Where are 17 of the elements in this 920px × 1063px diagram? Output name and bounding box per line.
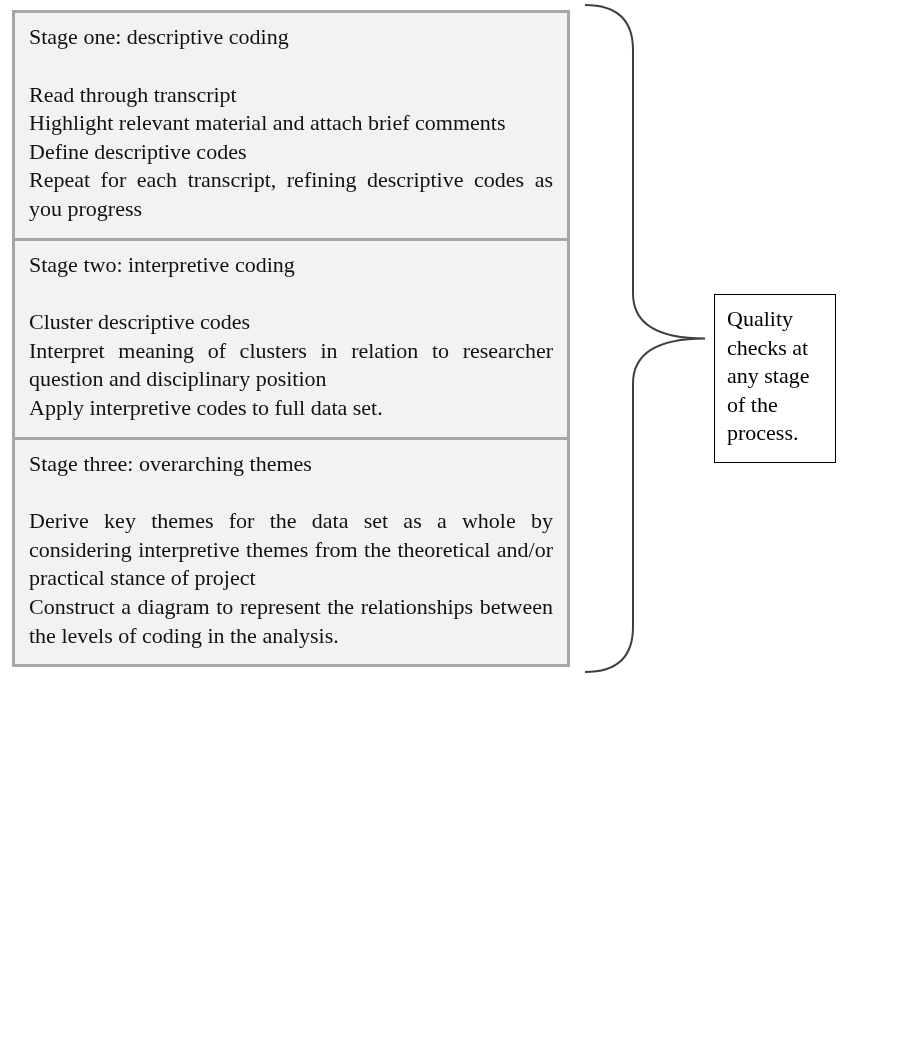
stage-heading: Stage one: descriptive coding — [29, 23, 290, 51]
note-box — [714, 294, 836, 463]
note-text: Quality checks at any stage of the process. — [727, 305, 811, 448]
stage-heading: Stage two: interpretive coding — [29, 250, 296, 279]
step-text: Highlight relevant material and attach brief comments — [29, 109, 507, 138]
step-text: Construct a diagram to represent the relationships between the levels of coding in the analysis. — [29, 592, 553, 650]
stage-box — [12, 10, 570, 241]
stage-box — [12, 240, 570, 440]
step-text: Apply interpretive codes to full data set. — [29, 393, 384, 422]
step-text: Repeat for each transcript, refining descriptive codes as you progress — [29, 166, 553, 223]
step-text: Cluster descriptive codes — [29, 308, 252, 337]
stage-box — [12, 439, 570, 668]
step-text: Define descriptive codes — [29, 137, 248, 166]
stage-heading: Stage three: overarching themes — [29, 449, 313, 478]
step-text: Read through transcript — [29, 80, 238, 109]
step-text: Interpret meaning of clusters in relation to researcher question and disciplinary position — [29, 336, 553, 394]
step-text: Derive key themes for the data set as a whole by considering interpretive themes from the theoretical and/or practical stance of project — [29, 507, 553, 593]
